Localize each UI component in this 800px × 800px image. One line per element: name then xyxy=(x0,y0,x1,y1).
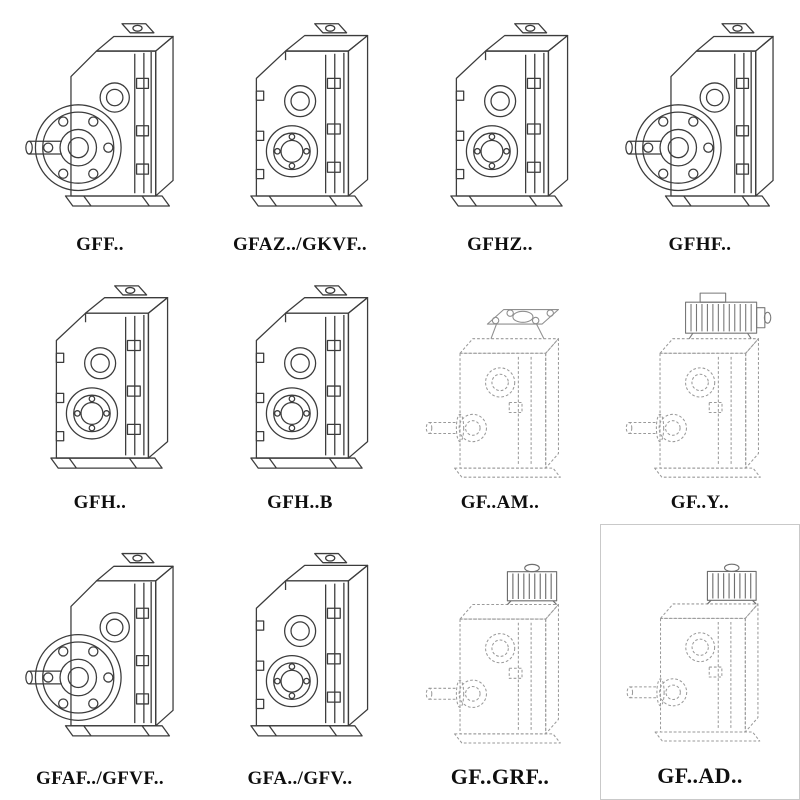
gearbox-with-motor-icon xyxy=(602,270,798,490)
gearbox-input-adapter-icon xyxy=(402,528,598,762)
gearbox-hollow-shaft-icon xyxy=(202,4,398,232)
gearbox-hollow-shaft-icon xyxy=(2,270,198,490)
gearbox-hollow-shaft-icon xyxy=(402,4,598,232)
catalog-cell: GFA../GFV.. xyxy=(200,524,400,800)
gearbox-hollow-shaft-icon xyxy=(202,270,398,490)
gearbox-input-adapter-icon xyxy=(603,529,797,761)
model-label: GF..AD.. xyxy=(657,763,743,788)
model-label: GFF.. xyxy=(76,234,124,255)
gearbox-iec-adapter-flange-icon xyxy=(402,270,598,490)
model-label: GFHF.. xyxy=(668,234,732,255)
catalog-cell: GF..GRF.. xyxy=(400,524,600,800)
catalog-cell: GFAF../GFVF.. xyxy=(0,524,200,800)
gearbox-hollow-shaft-icon xyxy=(202,528,398,766)
model-label: GFA../GFV.. xyxy=(247,768,353,789)
catalog-cell: GFHZ.. xyxy=(400,0,600,266)
catalog-cell: GFF.. xyxy=(0,0,200,266)
catalog-cell: GF..Y.. xyxy=(600,266,800,524)
catalog-cell: GFHF.. xyxy=(600,0,800,266)
model-label: GFAF../GFVF.. xyxy=(35,768,164,789)
model-label: GF..GRF.. xyxy=(450,764,550,789)
catalog-cell: GFAZ../GKVF.. xyxy=(200,0,400,266)
gearbox-flange-output-icon xyxy=(602,4,798,232)
gearbox-flange-output-icon xyxy=(2,4,198,232)
model-label: GFHZ.. xyxy=(467,234,533,255)
model-label: GFH..B xyxy=(267,492,333,513)
catalog-cell: GFH..B xyxy=(200,266,400,524)
model-label: GFH.. xyxy=(73,492,127,513)
model-label: GF..Y.. xyxy=(670,492,730,513)
catalog-cell: GF..AD.. xyxy=(600,524,800,800)
catalog-cell: GF..AM.. xyxy=(400,266,600,524)
model-label: GF..AM.. xyxy=(460,492,540,513)
catalog-cell: GFH.. xyxy=(0,266,200,524)
gearbox-flange-output-icon xyxy=(2,528,198,766)
model-label: GFAZ../GKVF.. xyxy=(233,234,367,255)
